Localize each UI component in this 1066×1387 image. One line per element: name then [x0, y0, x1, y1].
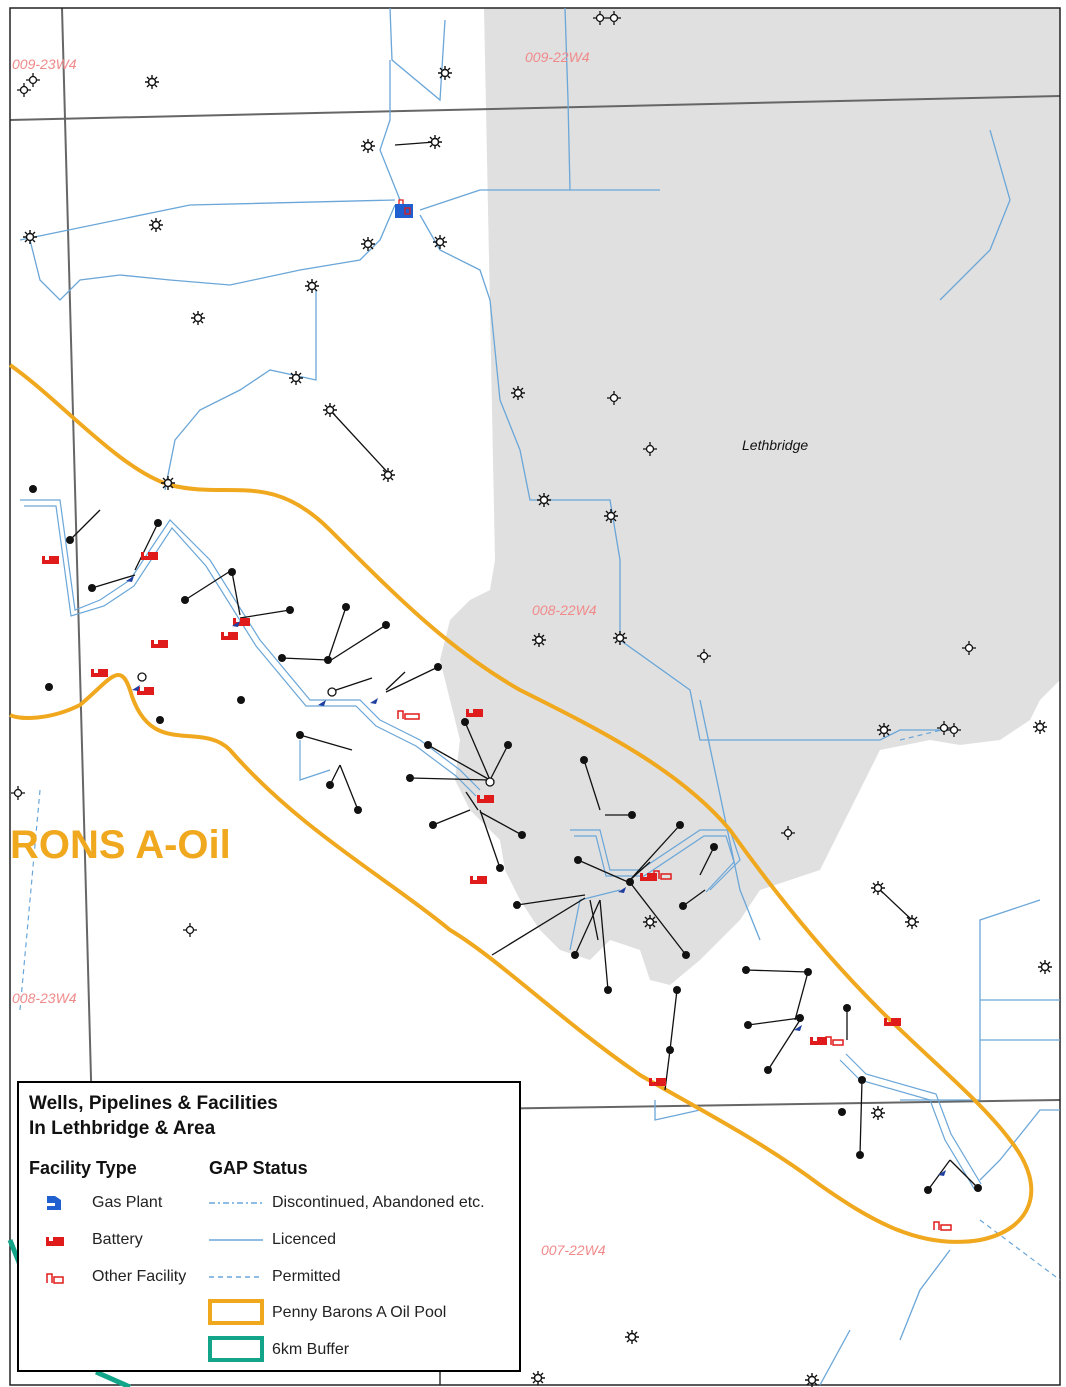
permitted-pipelines	[19, 727, 1061, 1301]
facility-type-heading: Facility Type	[29, 1158, 137, 1178]
oil-wells	[29, 485, 982, 1194]
legend-pool: Penny Barons A Oil Pool	[272, 1304, 447, 1321]
other-facility-icon	[46, 1273, 64, 1284]
gas-plant-icon	[47, 1196, 61, 1210]
township-label-008-23w4: 008-23W4	[12, 990, 77, 1006]
township-label-009-22w4: 009-22W4	[525, 49, 590, 65]
gas-plant	[395, 199, 413, 218]
map-legend: Wells, Pipelines & Facilities In Lethbri…	[17, 1081, 521, 1372]
other-wells	[11, 11, 976, 937]
township-label-009-23w4: 009-23W4	[12, 56, 77, 72]
permitted-line-symbol	[209, 1276, 263, 1278]
buffer-outline-symbol	[208, 1336, 264, 1362]
city-label-lethbridge: Lethbridge	[742, 437, 808, 453]
legend-permitted: Permitted	[272, 1268, 341, 1285]
battery-icon	[46, 1237, 64, 1246]
map-frame	[9, 7, 1061, 1386]
gas-wells	[23, 66, 1052, 1387]
legend-licenced: Licenced	[272, 1231, 337, 1248]
pipeline-corridors	[20, 499, 982, 1191]
lethbridge-city-area	[440, 8, 1060, 985]
pool-outline-symbol	[208, 1299, 264, 1325]
pool-outline	[8, 363, 1034, 1244]
pool-label: RONS A-Oil	[10, 823, 231, 867]
licenced-line-symbol	[209, 1239, 263, 1241]
pipelines	[19, 7, 1060, 1386]
discontinued-line-symbol	[209, 1202, 263, 1204]
legend-buffer: 6km Buffer	[272, 1341, 350, 1358]
township-label-007-22w4: 007-22W4	[541, 1242, 606, 1258]
other-facilities	[397, 710, 952, 1231]
legend-gas-plant: Gas Plant	[92, 1194, 163, 1211]
legend-discontinued: Discontinued, Abandoned etc.	[272, 1194, 485, 1211]
well-connectors	[69, 141, 979, 1191]
legend-battery: Battery	[92, 1231, 143, 1248]
batteries	[42, 552, 901, 1086]
legend-subtitle: In Lethbridge & Area	[29, 1118, 216, 1139]
legend-title: Wells, Pipelines & Facilities	[29, 1093, 278, 1114]
gap-status-heading: GAP Status	[209, 1158, 308, 1178]
legend-other-facility: Other Facility	[92, 1268, 187, 1285]
pump-arrows	[126, 576, 946, 1176]
township-label-008-22w4: 008-22W4	[532, 602, 597, 618]
